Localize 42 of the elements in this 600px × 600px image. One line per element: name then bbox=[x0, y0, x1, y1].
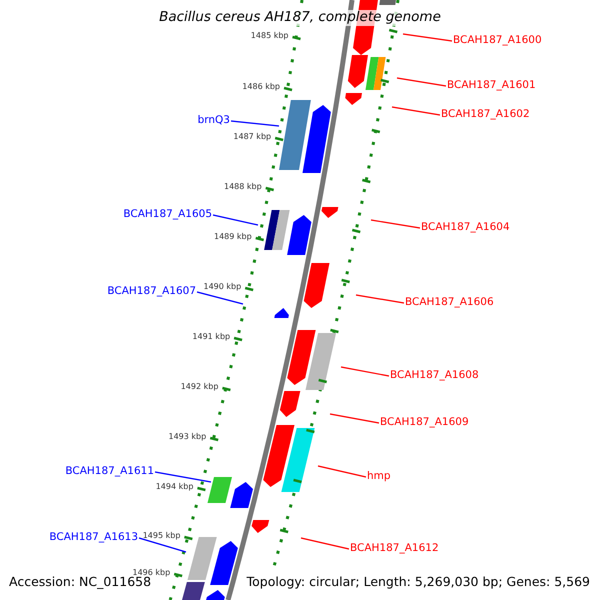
leader-line bbox=[318, 465, 366, 478]
position-label: 1493 kbp bbox=[168, 433, 206, 441]
position-label: 1495 kbp bbox=[142, 532, 180, 540]
leader-line bbox=[138, 537, 186, 553]
gene-label: BCAH187_A1612 bbox=[350, 543, 439, 554]
gene-label: BCAH187_A1605 bbox=[123, 209, 212, 220]
gene-label: hmp bbox=[367, 471, 391, 482]
gene-label: BCAH187_A1607 bbox=[107, 286, 196, 296]
leader-line bbox=[330, 413, 380, 424]
gene-label: BCAH187_A1600 bbox=[453, 35, 542, 46]
position-label: 1488 kbp bbox=[224, 183, 262, 191]
gene-label: brnQ3 bbox=[198, 115, 230, 126]
footer-text: Accession: NC_011658 bbox=[9, 576, 152, 588]
position-label: 1492 kbp bbox=[180, 383, 218, 391]
gene-label: BCAH187_A1611 bbox=[65, 466, 154, 476]
leader-line bbox=[402, 33, 452, 42]
leader-line bbox=[154, 471, 212, 483]
leader-line bbox=[300, 537, 350, 550]
position-label: 1496 kbp bbox=[132, 569, 170, 577]
position-label: 1486 kbp bbox=[242, 83, 280, 91]
leader-line bbox=[196, 291, 244, 305]
leader-line bbox=[212, 214, 258, 226]
position-label: 1491 kbp bbox=[192, 333, 230, 341]
leader-line bbox=[392, 106, 440, 116]
gene-label: BCAH187_A1604 bbox=[421, 222, 510, 232]
leader-line bbox=[356, 294, 404, 304]
position-label: 1485 kbp bbox=[250, 32, 288, 40]
gene-label: BCAH187_A1606 bbox=[405, 297, 494, 308]
gene-label: BCAH187_A1601 bbox=[447, 80, 536, 90]
gene-label: BCAH187_A1613 bbox=[49, 532, 138, 542]
position-label: 1494 kbp bbox=[156, 483, 194, 491]
position-label: 1487 kbp bbox=[233, 133, 272, 141]
leader-line bbox=[396, 77, 446, 87]
footer-text: Topology: circular; Length: 5,269,030 bp; Genes: 5,569 bbox=[246, 576, 590, 588]
position-label: 1489 kbp bbox=[214, 233, 252, 241]
position-label: 1490 kbp bbox=[204, 283, 242, 291]
leader-line bbox=[340, 366, 390, 377]
leader-line bbox=[370, 219, 420, 229]
gene-label: BCAH187_A1602 bbox=[441, 109, 530, 120]
leader-line bbox=[230, 120, 280, 127]
gene-label: BCAH187_A1609 bbox=[380, 417, 469, 428]
gene-label: BCAH187_A1608 bbox=[390, 370, 479, 380]
